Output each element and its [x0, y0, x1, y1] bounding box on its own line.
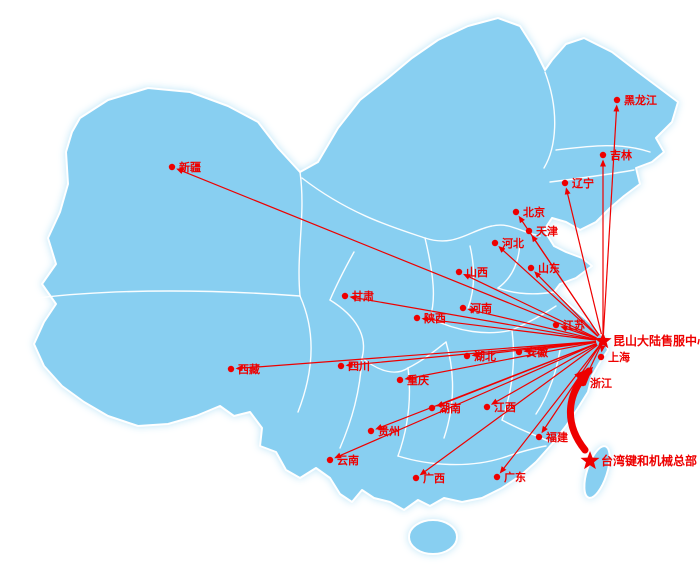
hub-label: 昆山大陆售服中心 [613, 333, 700, 348]
route-arrow [375, 342, 597, 430]
route-arrow [176, 168, 597, 339]
province-label: 山西 [466, 265, 488, 279]
province-label: 四川 [348, 360, 370, 373]
province-dot [396, 376, 404, 384]
service-routes [176, 104, 620, 476]
route-arrow [560, 325, 597, 340]
hainan-island-shape [408, 519, 458, 555]
route-arrow [534, 271, 599, 337]
province-dot [491, 239, 499, 247]
province-label: 广东 [504, 470, 526, 484]
province-dot [428, 404, 436, 412]
taiwan-hq-star-icon [580, 451, 600, 470]
route-arrow [349, 294, 597, 341]
route-arrow [541, 346, 600, 434]
province-dot [341, 292, 349, 300]
province-dot [599, 151, 607, 159]
hub-stars [580, 332, 612, 470]
taiwan-hq-label: 台湾键和机械总部 [601, 453, 697, 468]
province-label: 西藏 [238, 362, 260, 376]
province-dot [552, 321, 560, 329]
province-dot [337, 362, 345, 370]
province-label: 上海 [608, 350, 630, 364]
route-arrow [235, 340, 597, 372]
province-label: 甘肃 [352, 289, 374, 303]
province-label: 云南 [337, 453, 359, 467]
taiwan-to-hub-arrow [567, 366, 594, 454]
province-dot [326, 456, 334, 464]
province-label: 重庆 [407, 373, 429, 387]
route-arrow [523, 341, 597, 354]
province-dot [527, 264, 535, 272]
province-label: 陕西 [424, 311, 446, 325]
route-arrow [421, 316, 597, 341]
province-dot [597, 353, 605, 361]
province-label: 吉林 [610, 148, 632, 162]
province-label: 广西 [423, 471, 445, 485]
province-label: 河北 [502, 236, 524, 250]
province-dot [561, 179, 569, 187]
route-arrow [498, 245, 599, 337]
province-label: 福建 [545, 430, 569, 444]
route-arrow [463, 273, 597, 339]
province-label: 河南 [470, 301, 492, 315]
province-label: 山东 [538, 261, 560, 275]
province-label: 浙江 [590, 376, 612, 390]
route-arrow [564, 187, 602, 335]
route-arrow [345, 341, 597, 368]
route-arrow [334, 343, 597, 459]
province-label: 黑龙江 [624, 93, 657, 107]
province-dots [168, 96, 621, 482]
province-label: 天津 [536, 224, 558, 238]
province-dot [525, 227, 533, 235]
taiwan-island-shape [583, 445, 611, 499]
route-arrow [419, 344, 598, 476]
province-label: 新疆 [179, 160, 201, 174]
china-outline [33, 17, 679, 511]
province-label: 湖南 [439, 401, 461, 415]
province-dot [463, 352, 471, 360]
province-label: 贵州 [378, 424, 400, 438]
province-dot [493, 473, 501, 481]
province-dot [515, 348, 523, 356]
province-label: 湖北 [474, 349, 496, 363]
route-arrow [602, 104, 620, 335]
province-dot [512, 208, 520, 216]
province-dot [613, 96, 621, 104]
province-dot [483, 403, 491, 411]
province-dot [413, 314, 421, 322]
province-label: 江西 [494, 400, 516, 414]
route-arrow [467, 307, 597, 340]
province-dot [227, 365, 235, 373]
province-dot [455, 268, 463, 276]
province-label: 安徽 [526, 345, 549, 359]
province-dot [535, 433, 543, 441]
province-dot [168, 163, 176, 171]
province-label: 北京 [523, 205, 545, 219]
province-dot [459, 304, 467, 312]
mainland-china-shape [33, 17, 679, 555]
route-arrow [404, 341, 597, 381]
province-dot [412, 474, 420, 482]
hub-star-icon [594, 332, 612, 349]
province-label: 辽宁 [572, 176, 594, 190]
province-dot [579, 379, 587, 387]
route-arrow [490, 343, 598, 405]
route-arrow [531, 234, 600, 336]
province-dot [367, 427, 375, 435]
province-label: 江苏 [563, 318, 585, 332]
